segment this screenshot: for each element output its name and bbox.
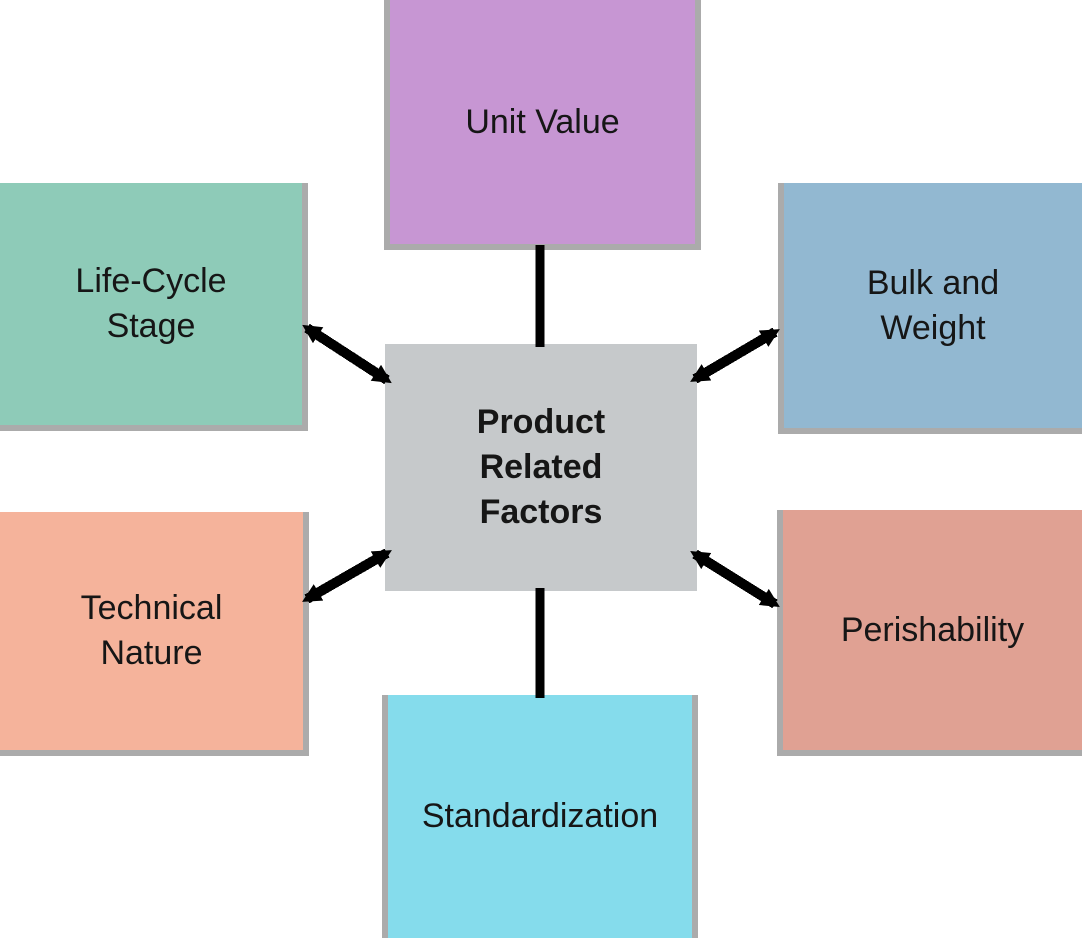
node-unit-value: Unit Value: [384, 0, 701, 250]
node-standardization: Standardization: [382, 695, 698, 938]
node-life-cycle-stage: Life-Cycle Stage: [0, 183, 308, 431]
node-product-related-factors: Product Related Factors: [385, 344, 697, 591]
connector-bottom-left-arrow: [302, 548, 392, 604]
connector-top-right-arrow: [690, 327, 780, 384]
node-technical-nature: Technical Nature: [0, 512, 309, 756]
node-perishability: Perishability: [777, 510, 1082, 756]
node-bulk-and-weight: Bulk and Weight: [778, 183, 1082, 434]
connector-top-left-arrow: [302, 323, 392, 385]
connector-bottom-right-arrow: [690, 549, 780, 609]
